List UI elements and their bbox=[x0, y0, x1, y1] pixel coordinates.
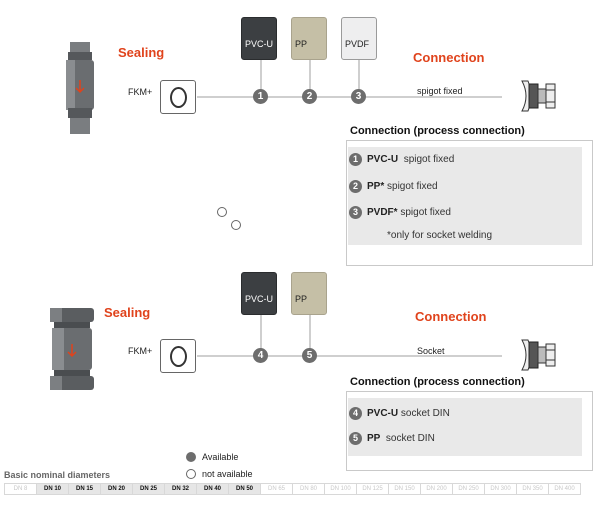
connection-text: socket DIN bbox=[400, 408, 450, 419]
number-badge: 2 bbox=[302, 89, 317, 104]
o-ring-icon bbox=[170, 87, 187, 108]
diameter-cell: DN 32 bbox=[164, 483, 197, 495]
info-row: 5 PP socket DIN bbox=[349, 432, 435, 445]
number-badge: 1 bbox=[253, 89, 268, 104]
spigot-connection-icon bbox=[520, 79, 558, 113]
number-badge: 4 bbox=[253, 348, 268, 363]
stray-circle bbox=[231, 220, 241, 230]
material-box-pvdf: PVDF bbox=[341, 17, 377, 60]
diameters-caption: Basic nominal diameters bbox=[4, 470, 111, 480]
diameter-cell: DN 15 bbox=[68, 483, 101, 495]
info-panel bbox=[348, 147, 582, 245]
material-box-pvc-u: PVC-U bbox=[241, 272, 277, 315]
material-name: PVDF* bbox=[367, 207, 398, 219]
number-badge: 5 bbox=[302, 348, 317, 363]
diameter-cell: DN 250 bbox=[452, 483, 485, 495]
connector-line bbox=[260, 60, 262, 96]
connection-text: socket DIN bbox=[385, 433, 435, 444]
connection-title: Connection bbox=[415, 309, 487, 324]
diameter-cell: DN 25 bbox=[132, 483, 165, 495]
diameter-cell: DN 65 bbox=[260, 483, 293, 495]
number-badge: 3 bbox=[351, 89, 366, 104]
material-name: PVC-U bbox=[367, 408, 399, 420]
connector-line bbox=[260, 314, 262, 355]
info-row: 1 PVC-U spigot fixed bbox=[349, 153, 454, 166]
connection-label: Socket bbox=[417, 346, 445, 356]
connection-label: spigot fixed bbox=[417, 86, 463, 96]
info-row: 4 PVC-U socket DIN bbox=[349, 407, 450, 420]
number-badge: 1 bbox=[349, 153, 362, 166]
connector-line bbox=[309, 60, 311, 96]
info-panel bbox=[348, 398, 582, 456]
connection-text: spigot fixed bbox=[400, 207, 451, 218]
diameter-cell: DN 350 bbox=[516, 483, 549, 495]
sealing-title: Sealing bbox=[104, 305, 151, 320]
diameter-cell: DN 20 bbox=[100, 483, 133, 495]
connector-line bbox=[197, 96, 502, 98]
connector-line bbox=[358, 60, 360, 96]
diameter-cell: DN 8 bbox=[4, 483, 37, 495]
connection-text: spigot fixed bbox=[387, 181, 438, 192]
footnote: *only for socket welding bbox=[387, 230, 493, 241]
seal-ring-box bbox=[160, 80, 196, 114]
seal-label: FKM+ bbox=[128, 87, 153, 97]
seal-ring-box bbox=[160, 339, 196, 373]
check-valve-socket-image bbox=[46, 308, 98, 390]
diameter-cell: DN 300 bbox=[484, 483, 517, 495]
socket-connection-icon bbox=[520, 338, 558, 372]
available-dot-icon bbox=[186, 452, 196, 462]
diameter-cell: DN 150 bbox=[388, 483, 421, 495]
info-heading: Connection (process connection) bbox=[350, 125, 525, 137]
diameter-cell: DN 100 bbox=[324, 483, 357, 495]
stray-circle bbox=[217, 207, 227, 217]
info-heading: Connection (process connection) bbox=[350, 376, 525, 388]
number-badge: 4 bbox=[349, 407, 362, 420]
info-box bbox=[346, 140, 593, 266]
material-box-pvc-u: PVC-U bbox=[241, 17, 277, 60]
connector-line bbox=[309, 314, 311, 355]
not-available-dot-icon bbox=[186, 469, 196, 479]
check-valve-spigot-image bbox=[60, 42, 100, 134]
material-box-pp: PP bbox=[291, 17, 327, 60]
material-name: PVC-U bbox=[367, 154, 399, 166]
legend-available: Available bbox=[202, 452, 239, 462]
legend-not-available: not available bbox=[202, 469, 253, 479]
info-row: 2 PP* spigot fixed bbox=[349, 180, 438, 193]
number-badge: 5 bbox=[349, 432, 362, 445]
diameter-cell: DN 125 bbox=[356, 483, 389, 495]
diameter-cell: DN 400 bbox=[548, 483, 581, 495]
diameter-cell: DN 40 bbox=[196, 483, 229, 495]
number-badge: 3 bbox=[349, 206, 362, 219]
diameter-cell: DN 10 bbox=[36, 483, 69, 495]
diameter-cell: DN 50 bbox=[228, 483, 261, 495]
material-name: PP bbox=[367, 433, 381, 445]
material-name: PP* bbox=[367, 181, 385, 193]
connection-title: Connection bbox=[413, 50, 485, 65]
material-box-pp: PP bbox=[291, 272, 327, 315]
seal-label: FKM+ bbox=[128, 346, 153, 356]
number-badge: 2 bbox=[349, 180, 362, 193]
info-row: 3 PVDF* spigot fixed bbox=[349, 206, 451, 219]
o-ring-icon bbox=[170, 346, 187, 367]
sealing-title: Sealing bbox=[118, 45, 165, 60]
connection-text: spigot fixed bbox=[403, 154, 455, 165]
info-box bbox=[346, 391, 593, 471]
diameter-cell: DN 80 bbox=[292, 483, 325, 495]
connector-line bbox=[197, 355, 502, 357]
diameter-cell: DN 200 bbox=[420, 483, 453, 495]
